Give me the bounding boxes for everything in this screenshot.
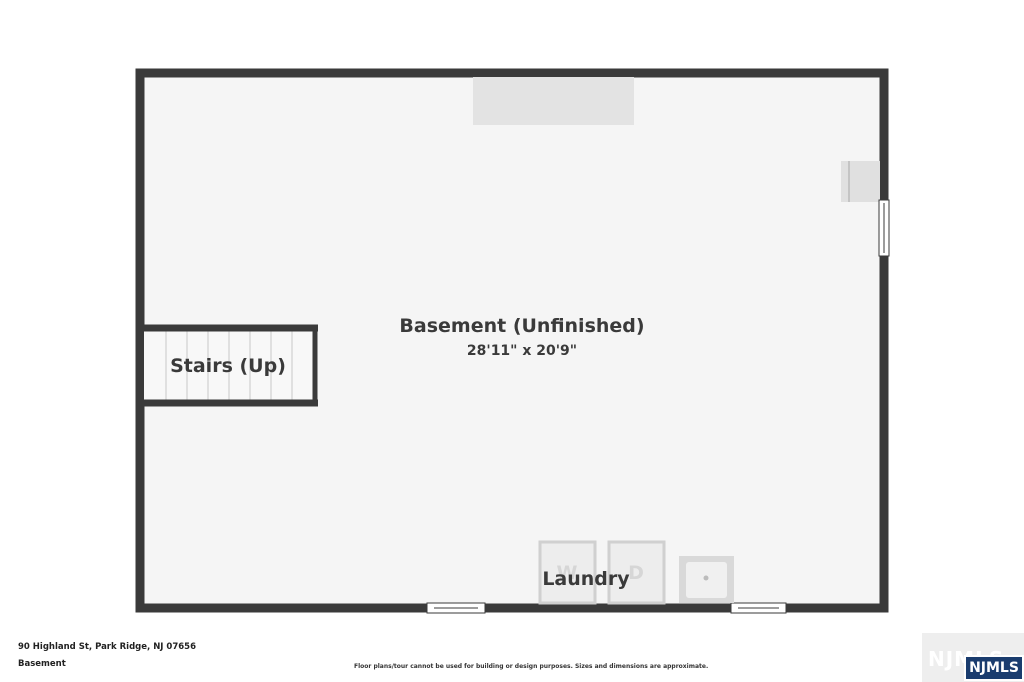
sink-drain <box>703 575 709 581</box>
stairs-label: Stairs (Up) <box>170 355 286 377</box>
stairs: Stairs (Up) <box>140 324 318 407</box>
dryer-body <box>607 540 666 605</box>
washer-body <box>538 540 597 605</box>
property-address: 90 Highland St, Park Ridge, NJ 07656 <box>18 642 196 652</box>
washer: W <box>538 540 597 605</box>
room-name: Basement (Unfinished) <box>399 315 644 337</box>
disclaimer: Floor plans/tour cannot be used for buil… <box>354 663 709 670</box>
utility-sink <box>679 556 734 603</box>
exterior-wall <box>135 68 889 613</box>
overhead-soffit <box>473 77 634 125</box>
dryer-letter: D <box>628 562 644 584</box>
dryer: D <box>607 540 666 605</box>
floor-level: Basement <box>18 659 66 669</box>
njmls-logo: NJMLS NJMLS <box>922 633 1024 682</box>
stair-treads <box>165 331 293 400</box>
laundry-label: Laundry <box>542 568 630 590</box>
logo-badge: NJMLS <box>964 655 1024 681</box>
washer-letter: W <box>557 562 578 584</box>
room-dimensions: 28'11" x 20'9" <box>467 343 577 359</box>
wall-unit <box>841 161 880 202</box>
